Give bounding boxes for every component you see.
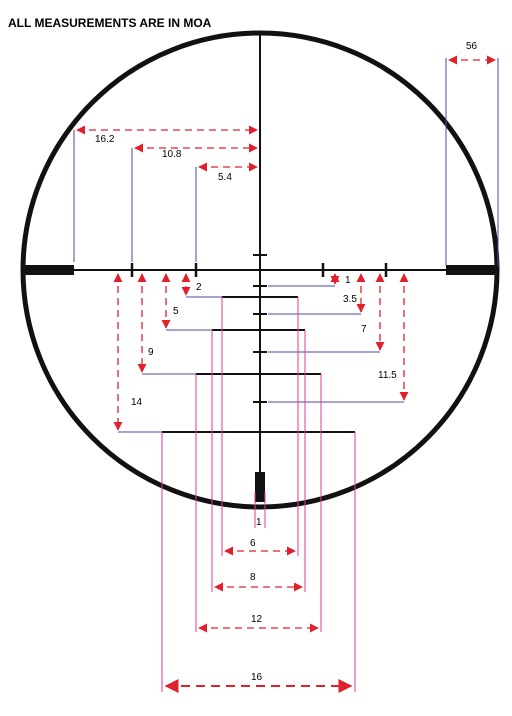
bar-width-leaders — [161, 297, 356, 692]
horizontal-hash-marks — [130, 263, 388, 277]
label-bar-12: 12 — [251, 614, 263, 625]
label-drop-9: 9 — [148, 347, 154, 358]
label-drop-14: 14 — [131, 397, 143, 408]
label-drop-11-5: 11.5 — [378, 370, 397, 381]
holdover-bars — [162, 254, 355, 433]
dimension-labels: 56 16.2 10.8 5.4 1 2 3.5 5 7 9 11.5 14 1… — [95, 41, 478, 683]
label-10-8: 10.8 — [162, 149, 182, 160]
crosshair — [24, 33, 496, 502]
label-drop-7: 7 — [361, 324, 367, 335]
label-drop-1: 1 — [345, 275, 351, 286]
label-drop-5: 5 — [173, 306, 179, 317]
bottom-thick-post — [255, 472, 265, 502]
label-bar-16: 16 — [251, 672, 263, 683]
dimension-arrows — [76, 55, 496, 633]
label-drop-3-5: 3.5 — [343, 294, 357, 305]
label-drop-2: 2 — [196, 282, 202, 293]
right-thick-post — [446, 265, 496, 275]
label-post-width: 1 — [256, 517, 262, 528]
drop-leaders — [118, 285, 404, 433]
post-leaders — [73, 58, 499, 266]
label-bar-6: 6 — [250, 538, 256, 549]
label-16-2: 16.2 — [95, 134, 115, 145]
label-field-of-view: 56 — [466, 41, 478, 52]
measurement-note: ALL MEASUREMENTS ARE IN MOA — [8, 16, 212, 30]
left-thick-post — [24, 265, 74, 275]
label-5-4: 5.4 — [218, 172, 232, 183]
label-bar-8: 8 — [250, 572, 256, 583]
